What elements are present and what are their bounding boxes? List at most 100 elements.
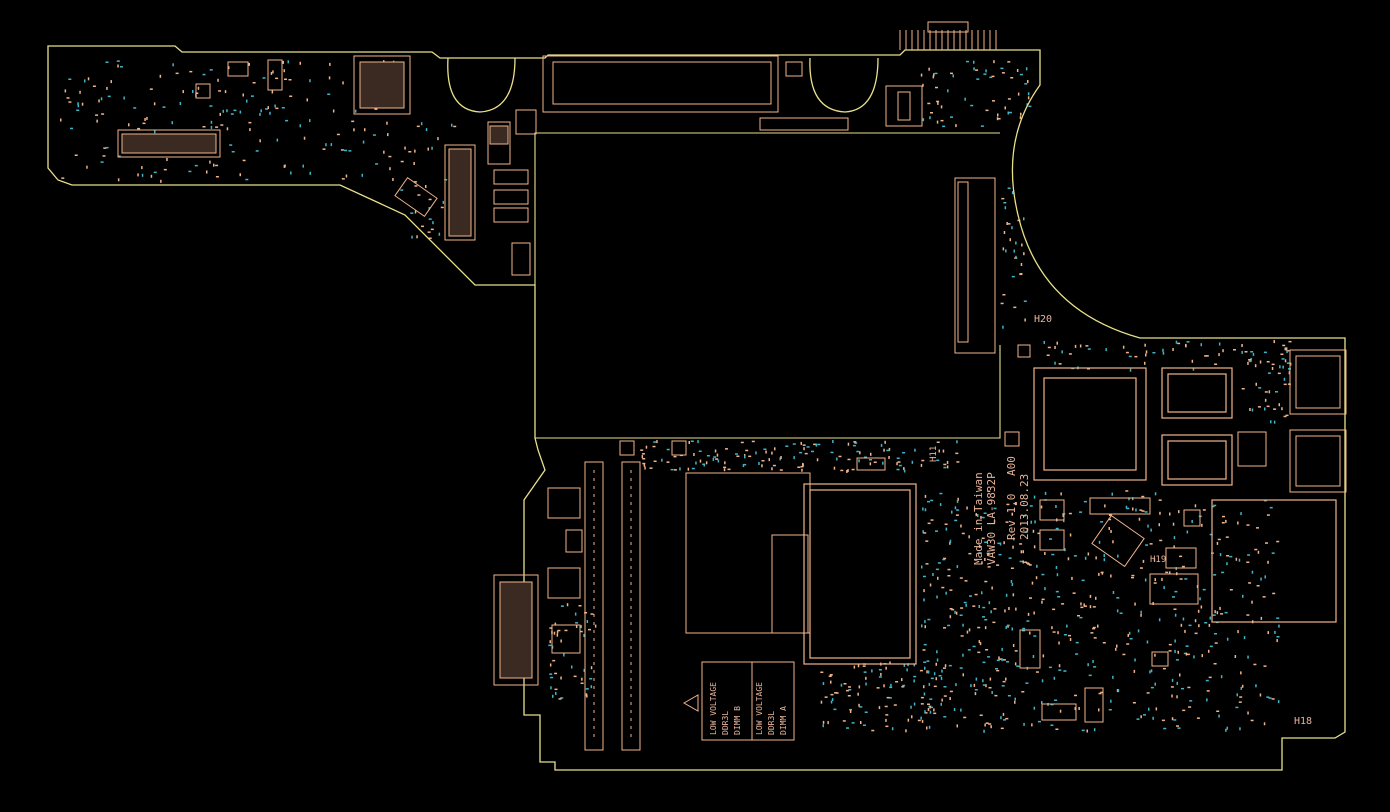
pad bbox=[1154, 492, 1157, 496]
pad bbox=[1087, 663, 1089, 667]
pad bbox=[182, 90, 184, 94]
pad bbox=[744, 455, 746, 459]
pad bbox=[1288, 340, 1292, 343]
pad bbox=[1213, 663, 1217, 665]
pad bbox=[76, 109, 80, 111]
pad bbox=[330, 143, 333, 147]
pad bbox=[1093, 728, 1096, 732]
pad bbox=[852, 444, 856, 447]
pad bbox=[1248, 359, 1252, 361]
pad bbox=[982, 684, 986, 686]
pad bbox=[68, 101, 72, 103]
pad bbox=[706, 455, 710, 457]
pad bbox=[724, 461, 726, 465]
pad bbox=[416, 125, 420, 128]
pad bbox=[1027, 96, 1030, 100]
pad bbox=[1036, 564, 1038, 568]
pad bbox=[1061, 350, 1063, 354]
pad bbox=[1075, 641, 1079, 644]
pad bbox=[1145, 353, 1147, 357]
pad bbox=[556, 633, 559, 637]
pad bbox=[976, 78, 980, 80]
pad bbox=[857, 664, 860, 668]
pad bbox=[1140, 610, 1142, 614]
pad bbox=[891, 727, 894, 731]
pad bbox=[249, 128, 251, 132]
pad bbox=[1251, 408, 1254, 412]
pad bbox=[1247, 554, 1251, 556]
pad bbox=[1264, 391, 1268, 393]
pad bbox=[1145, 544, 1149, 546]
dimm-b-line2: DDR3L bbox=[721, 711, 730, 735]
left-lower-connector bbox=[493, 487, 583, 686]
pad bbox=[1022, 629, 1025, 632]
pad bbox=[1172, 348, 1174, 351]
pad bbox=[1092, 606, 1096, 608]
pad bbox=[643, 463, 646, 467]
pad bbox=[551, 645, 554, 649]
pad bbox=[959, 577, 963, 579]
pad bbox=[425, 128, 428, 132]
pad bbox=[1074, 344, 1077, 348]
cpu-and-chips bbox=[803, 367, 1337, 665]
pad bbox=[984, 541, 988, 543]
pad bbox=[159, 74, 162, 78]
pad bbox=[1009, 111, 1012, 114]
pad bbox=[763, 448, 767, 450]
dimm-label-boxes bbox=[682, 661, 795, 741]
pad bbox=[416, 235, 418, 239]
pad bbox=[927, 618, 931, 621]
pad bbox=[717, 459, 720, 463]
pad bbox=[970, 104, 974, 107]
pad bbox=[740, 441, 744, 444]
pad bbox=[996, 564, 1000, 566]
pad bbox=[1132, 497, 1134, 501]
pad bbox=[1192, 367, 1195, 371]
pad bbox=[1159, 539, 1163, 542]
pad bbox=[978, 544, 981, 548]
pad bbox=[1219, 553, 1222, 557]
pad bbox=[175, 72, 179, 75]
pad bbox=[997, 118, 1001, 120]
pad bbox=[836, 457, 838, 461]
pad bbox=[920, 716, 922, 720]
pad bbox=[1235, 706, 1239, 709]
pad bbox=[1095, 596, 1097, 600]
pad bbox=[1264, 398, 1267, 402]
pad bbox=[698, 450, 702, 452]
pad bbox=[873, 461, 877, 463]
pad bbox=[1055, 728, 1059, 730]
pad bbox=[1005, 625, 1007, 629]
pad bbox=[962, 623, 964, 627]
pad bbox=[1209, 645, 1213, 648]
pad bbox=[77, 104, 80, 108]
pad bbox=[811, 450, 814, 453]
pad bbox=[1080, 606, 1084, 609]
pad bbox=[797, 466, 801, 468]
pad bbox=[848, 689, 852, 691]
pad bbox=[287, 60, 289, 64]
pad bbox=[202, 126, 206, 128]
pad bbox=[1225, 519, 1227, 523]
pad bbox=[1031, 581, 1034, 585]
pad bbox=[554, 622, 557, 626]
pad bbox=[428, 198, 432, 201]
pad bbox=[283, 69, 285, 73]
pad bbox=[1238, 558, 1241, 562]
pad bbox=[1161, 719, 1165, 722]
pad bbox=[827, 721, 829, 725]
pad bbox=[1086, 729, 1088, 733]
pad bbox=[1211, 505, 1215, 508]
pad bbox=[1239, 696, 1243, 698]
pad bbox=[727, 468, 731, 471]
pad bbox=[926, 660, 930, 662]
pad bbox=[949, 541, 951, 545]
pad bbox=[822, 682, 825, 685]
pad bbox=[1011, 275, 1015, 278]
pad bbox=[549, 673, 553, 675]
pad bbox=[1144, 343, 1146, 347]
pad bbox=[1180, 623, 1183, 627]
pad bbox=[1093, 666, 1097, 668]
pad bbox=[1247, 711, 1249, 715]
pad bbox=[935, 86, 938, 89]
